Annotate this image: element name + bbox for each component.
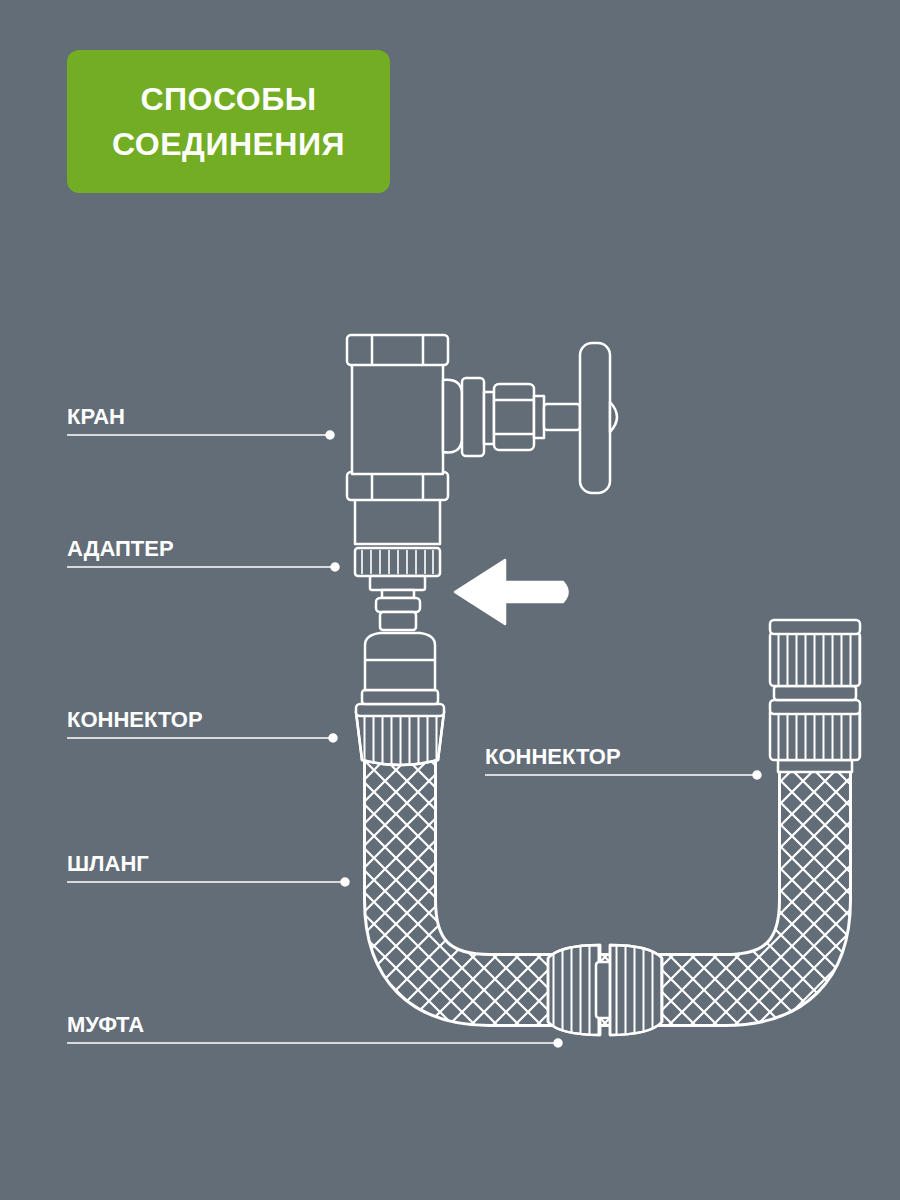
title: СПОСОБЫ СОЕДИНЕНИЯ [84,77,374,167]
hose-outline [400,760,815,990]
part-label: ШЛАНГ [67,851,149,877]
part-label: КРАН [67,404,125,430]
illustration [347,335,860,1035]
adapter [355,548,440,630]
hose-connector [356,633,444,765]
tap [347,335,617,544]
part-label: АДАПТЕР [67,536,174,562]
title-panel: СПОСОБЫ СОЕДИНЕНИЯ [67,50,390,193]
hose-mesh [400,760,815,990]
coupling [548,945,662,1035]
part-label: МУФТА [67,1012,144,1038]
part-label: КОННЕКТОР [67,707,203,733]
right-connector [770,620,860,772]
leader-lines [67,431,761,1047]
direction-arrow [455,560,568,624]
part-label: КОННЕКТОР [485,744,621,770]
